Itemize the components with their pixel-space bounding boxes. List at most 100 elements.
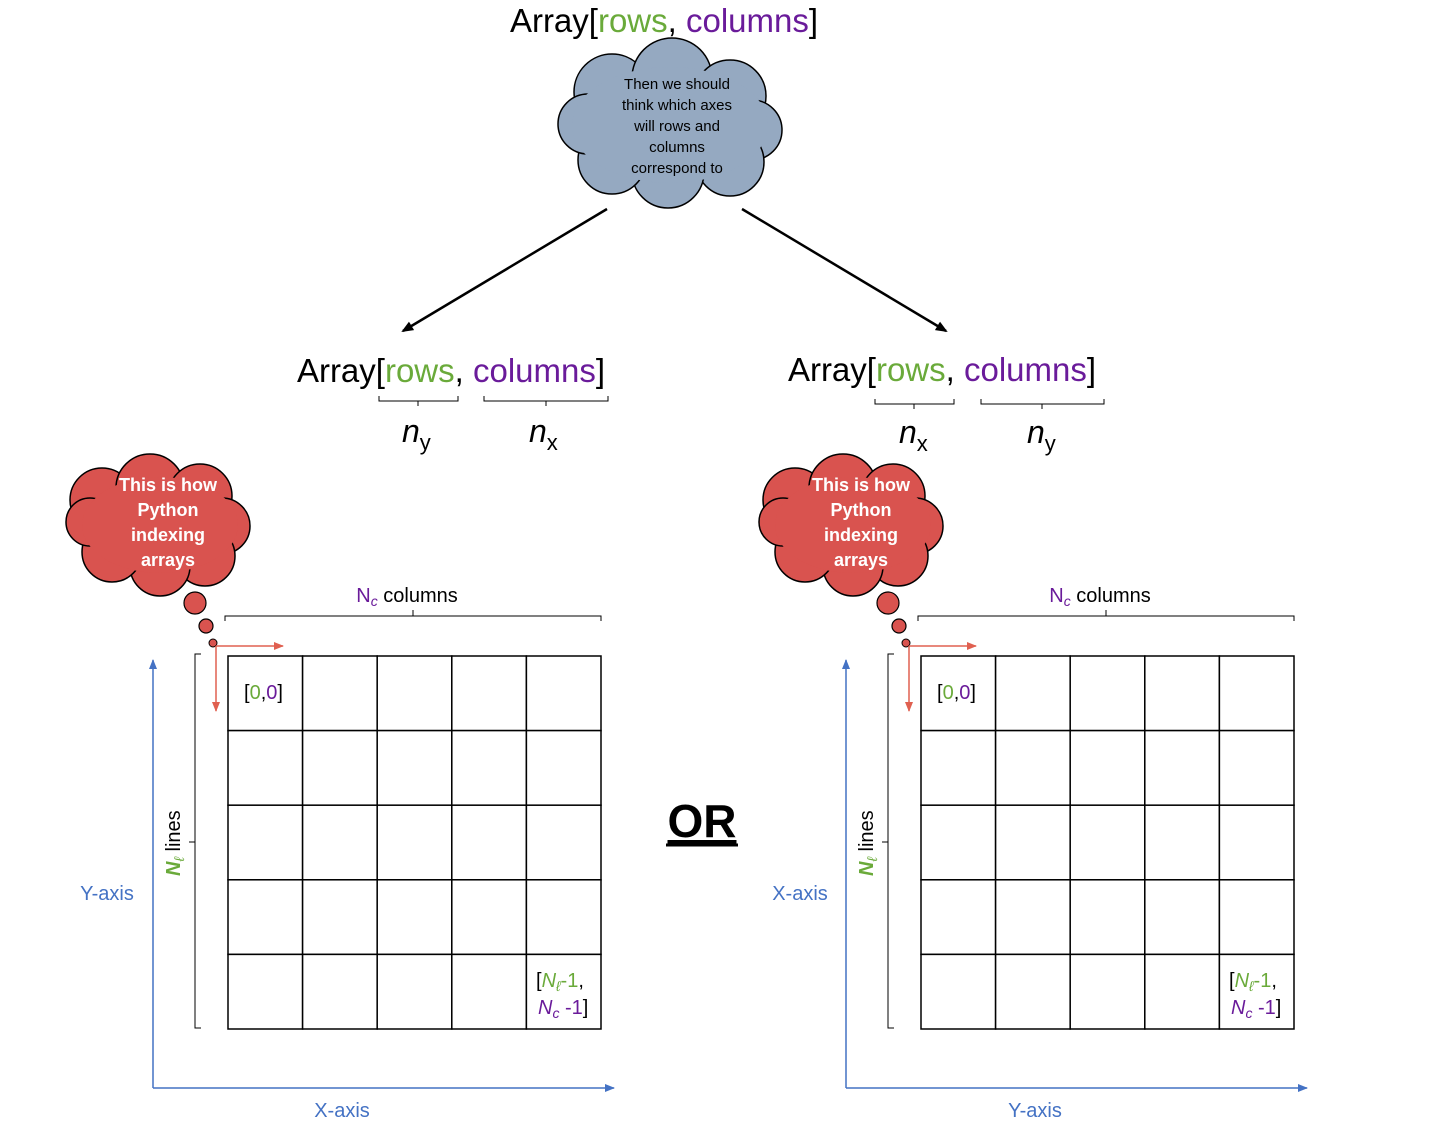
left-rows-dim-label: ny <box>402 413 431 455</box>
left-grid-cell <box>376 879 453 956</box>
right-grid-cell <box>920 729 997 806</box>
right-columns-caption: Nc columns <box>1049 585 1150 609</box>
right-grid-cell <box>1069 804 1146 881</box>
right-array-word: Array[ <box>788 351 876 388</box>
left-grid-cell <box>227 729 304 806</box>
right-grid-cell <box>1218 804 1295 881</box>
branch-arrow-left <box>401 207 608 333</box>
left-grid-cell <box>451 953 528 1030</box>
left-end-row-suffix: -1 <box>561 970 579 992</box>
left-comma: , <box>455 352 473 389</box>
left-python-cloud-line-3: indexing <box>131 525 205 545</box>
left-grid-cell <box>301 804 378 881</box>
left-array-title: Array[rows, columns] <box>297 352 605 389</box>
left-close-bracket: ] <box>596 352 605 389</box>
left-grid-cell <box>227 804 304 881</box>
top-thought-cloud: Then we should think which axes will row… <box>557 37 783 209</box>
right-origin-open: [ <box>937 682 943 704</box>
left-columns-caption: Nc columns <box>356 585 457 609</box>
left-array-grid <box>227 655 602 1030</box>
left-grid-cell <box>376 655 453 732</box>
left-columns-word: columns <box>473 352 596 389</box>
left-end-comma: , <box>578 970 584 992</box>
right-grid-cell <box>994 804 1071 881</box>
right-origin-row: 0 <box>943 682 954 704</box>
left-rows-word: rows <box>385 352 455 389</box>
right-lines-brace <box>882 653 894 1029</box>
right-grid-cell <box>1069 729 1146 806</box>
left-grid-cell <box>525 879 602 956</box>
right-comma: , <box>946 351 964 388</box>
right-grid-cell <box>1218 879 1295 956</box>
left-end-open: [ <box>536 970 542 992</box>
title-rows-word: rows <box>598 2 668 39</box>
right-python-cloud-line-2: Python <box>831 500 892 520</box>
left-end-col-sub: c <box>552 1005 559 1021</box>
or-label: OR <box>668 795 737 847</box>
right-grid-cell <box>994 879 1071 956</box>
right-cloud-bubble-large <box>876 591 900 615</box>
right-columns-caption-sub: c <box>1064 593 1071 609</box>
left-end-col-n: N <box>538 997 553 1019</box>
right-origin-index-label: [0,0] <box>937 682 976 704</box>
right-end-comma: , <box>1271 970 1277 992</box>
left-grid-cell <box>301 655 378 732</box>
left-lines-brace <box>189 653 201 1029</box>
title-array-word: Array[ <box>510 2 598 39</box>
right-horizontal-axis-label: Y-axis <box>1008 1100 1062 1122</box>
right-cloud-bubble-small <box>901 638 911 648</box>
left-python-cloud-line-1: This is how <box>119 475 218 495</box>
right-end-row-n: N <box>1235 970 1250 992</box>
left-rows-n: n <box>402 413 420 449</box>
right-rows-brace <box>874 399 955 409</box>
right-grid-cell <box>1144 879 1221 956</box>
right-lines-caption-sub: ℓ <box>864 857 880 863</box>
top-cloud-line-1: Then we should <box>624 76 730 93</box>
right-rows-n: n <box>899 414 917 450</box>
right-grid-cell <box>1069 953 1146 1030</box>
right-lines-caption-n: N <box>856 861 878 876</box>
left-cols-brace <box>483 396 609 406</box>
right-columns-caption-suffix: columns <box>1071 585 1151 607</box>
left-origin-open: [ <box>244 682 250 704</box>
left-rows-brace <box>378 396 459 406</box>
right-end-open: [ <box>1229 970 1235 992</box>
right-grid-cell <box>1218 729 1295 806</box>
left-columns-caption-suffix: columns <box>378 585 458 607</box>
left-python-cloud-line-4: arrays <box>141 550 195 570</box>
left-grid-cell <box>451 729 528 806</box>
right-rows-sub: x <box>917 431 928 456</box>
title-columns-word: columns <box>686 2 809 39</box>
left-cols-sub: x <box>547 430 558 455</box>
right-cols-dim-label: ny <box>1027 414 1056 456</box>
left-grid-cell <box>376 953 453 1030</box>
left-grid-cell <box>525 953 602 1030</box>
right-lines-caption-suffix: lines <box>856 810 878 857</box>
left-end-row-sub: ℓ <box>555 978 561 994</box>
right-end-col-sub: c <box>1245 1005 1252 1021</box>
right-end-row-sub: ℓ <box>1248 978 1254 994</box>
right-grid-cell <box>920 879 997 956</box>
right-cols-n: n <box>1027 414 1045 450</box>
right-grid-cell <box>920 953 997 1030</box>
right-origin-col: 0 <box>959 682 970 704</box>
right-grid-cell <box>1144 953 1221 1030</box>
right-vertical-axis-label: X-axis <box>772 883 828 905</box>
top-cloud-line-5: correspond to <box>631 160 723 177</box>
left-grid-cell <box>525 729 602 806</box>
left-end-close: ] <box>583 997 589 1019</box>
branch-arrow-right <box>741 207 948 333</box>
left-end-col-suffix: -1 <box>559 997 582 1019</box>
left-grid-cell <box>301 879 378 956</box>
left-end-row-n: N <box>542 970 557 992</box>
left-grid-cell <box>525 655 602 732</box>
title-close-bracket: ] <box>809 2 818 39</box>
right-grid-cell <box>994 953 1071 1030</box>
right-end-index-label-line-2: Nc -1] <box>1231 997 1281 1021</box>
right-columns-word: columns <box>964 351 1087 388</box>
